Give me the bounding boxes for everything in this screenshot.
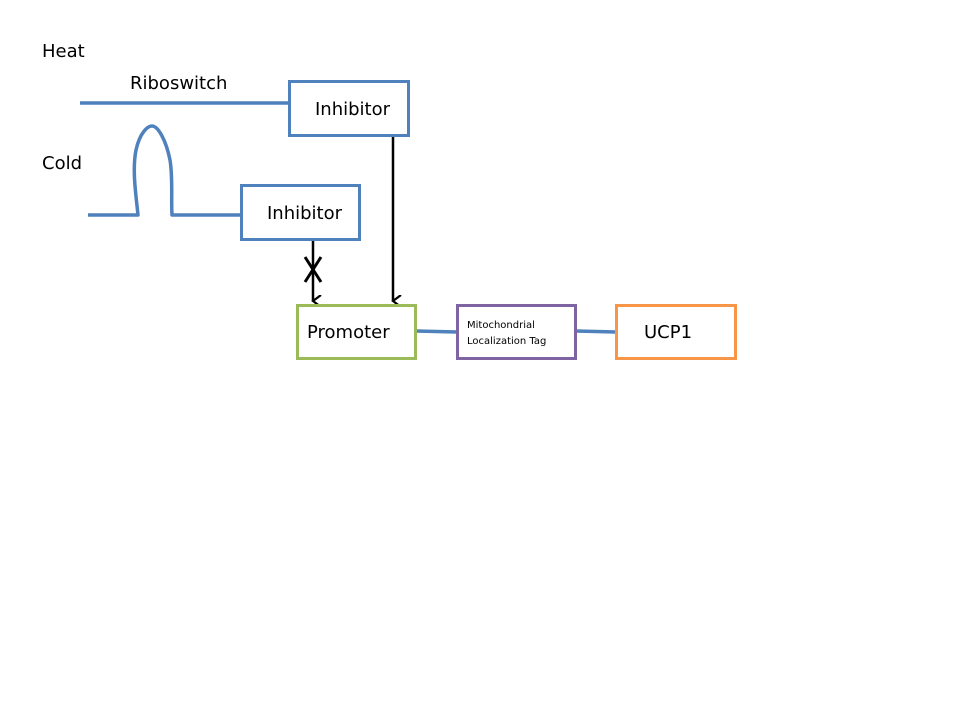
heat-label: Heat xyxy=(42,41,85,62)
mitochondrial-localization-tag-node: Mitochondrial Localization Tag xyxy=(456,304,577,360)
block-x-icon xyxy=(303,256,323,283)
cold-hairpin-strand xyxy=(88,124,241,217)
ucp1-label: UCP1 xyxy=(644,322,693,343)
inhibitor-top-label: Inhibitor xyxy=(315,99,391,120)
ucp1-node: UCP1 xyxy=(615,304,737,360)
promoter-to-mlt-line xyxy=(415,329,458,334)
mlt-label-line1: Mitochondrial xyxy=(467,320,535,331)
inhibitor-bottom-label: Inhibitor xyxy=(267,203,343,224)
inhibitor-bottom-node: Inhibitor xyxy=(240,184,361,241)
mlt-label-line2: Localization Tag xyxy=(467,336,547,347)
promoter-label: Promoter xyxy=(307,322,390,343)
promoter-node: Promoter xyxy=(296,304,417,360)
inhibitor-top-node: Inhibitor xyxy=(288,80,410,137)
cold-label: Cold xyxy=(42,153,83,174)
riboswitch-label: Riboswitch xyxy=(130,73,228,94)
mlt-to-ucp1-line xyxy=(575,329,617,334)
